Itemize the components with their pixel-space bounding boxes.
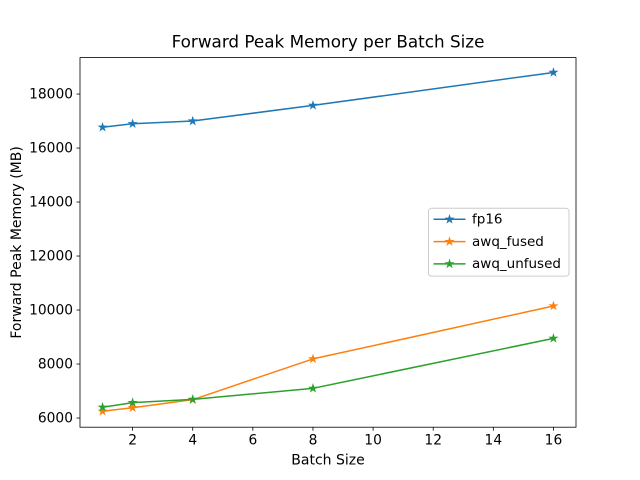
legend-entry-fp16: fp16 (433, 212, 503, 228)
legend-entry-awq_unfused: awq_unfused (433, 256, 561, 272)
marker-fp16 (97, 121, 108, 132)
plot-border (79, 57, 577, 428)
marker-awq_unfused (187, 394, 198, 404)
y-tick-label: 16000 (29, 140, 73, 156)
legend-marker-awq_unfused (444, 258, 455, 269)
marker-awq_unfused (127, 397, 138, 407)
marker-fp16 (187, 115, 198, 126)
marker-awq_fused (548, 300, 559, 311)
marker-fp16 (127, 118, 138, 129)
marker-awq_unfused (307, 383, 319, 393)
marker-awq_unfused (97, 401, 108, 412)
series-line-fp16 (102, 71, 554, 128)
legend-marker-fp16 (444, 214, 455, 224)
legend-label-awq_fused: awq_fused (472, 234, 544, 250)
axis-ticks: 2 4 6 8 10 12 14 16 6000 8000 10000 12000 14000 16000… (29, 86, 562, 448)
series-line-awq_unfused (102, 337, 554, 408)
x-axis-label: Batch Size (291, 453, 364, 469)
x-tick-label: 16 (545, 433, 563, 449)
x-tick-label: 4 (188, 433, 197, 449)
legend: fp16 awq_fused awq_unfused (428, 207, 570, 277)
x-tick-label: 8 (309, 433, 318, 449)
marker-awq_unfused (548, 333, 559, 343)
x-tick-label: 10 (364, 433, 382, 449)
x-tick-label: 12 (424, 433, 442, 449)
y-tick-label: 12000 (29, 248, 73, 264)
marker-awq_fused (97, 405, 108, 416)
y-tick-label: 14000 (29, 194, 73, 210)
marker-fp16 (548, 67, 559, 77)
y-tick-label: 10000 (29, 302, 73, 318)
legend-box (428, 207, 570, 277)
chart-title: Forward Peak Memory per Batch Size (172, 32, 485, 52)
legend-marker-awq_fused (444, 236, 455, 246)
marker-fp16 (307, 100, 319, 110)
marker-awq_fused (127, 402, 138, 413)
y-tick-label: 6000 (38, 410, 73, 426)
series-layer (97, 67, 559, 416)
legend-entry-awq_fused: awq_fused (433, 234, 544, 250)
x-tick-label: 14 (485, 433, 503, 449)
x-tick-label: 6 (248, 433, 257, 449)
legend-label-awq_unfused: awq_unfused (472, 256, 561, 272)
y-tick-label: 8000 (38, 356, 73, 372)
legend-label-fp16: fp16 (472, 212, 503, 228)
marker-awq_fused (307, 353, 319, 364)
y-axis-label: Forward Peak Memory (MB) (9, 146, 25, 338)
x-tick-label: 2 (128, 433, 137, 449)
y-tick-label: 18000 (29, 86, 73, 102)
series-line-awq_fused (102, 305, 554, 413)
